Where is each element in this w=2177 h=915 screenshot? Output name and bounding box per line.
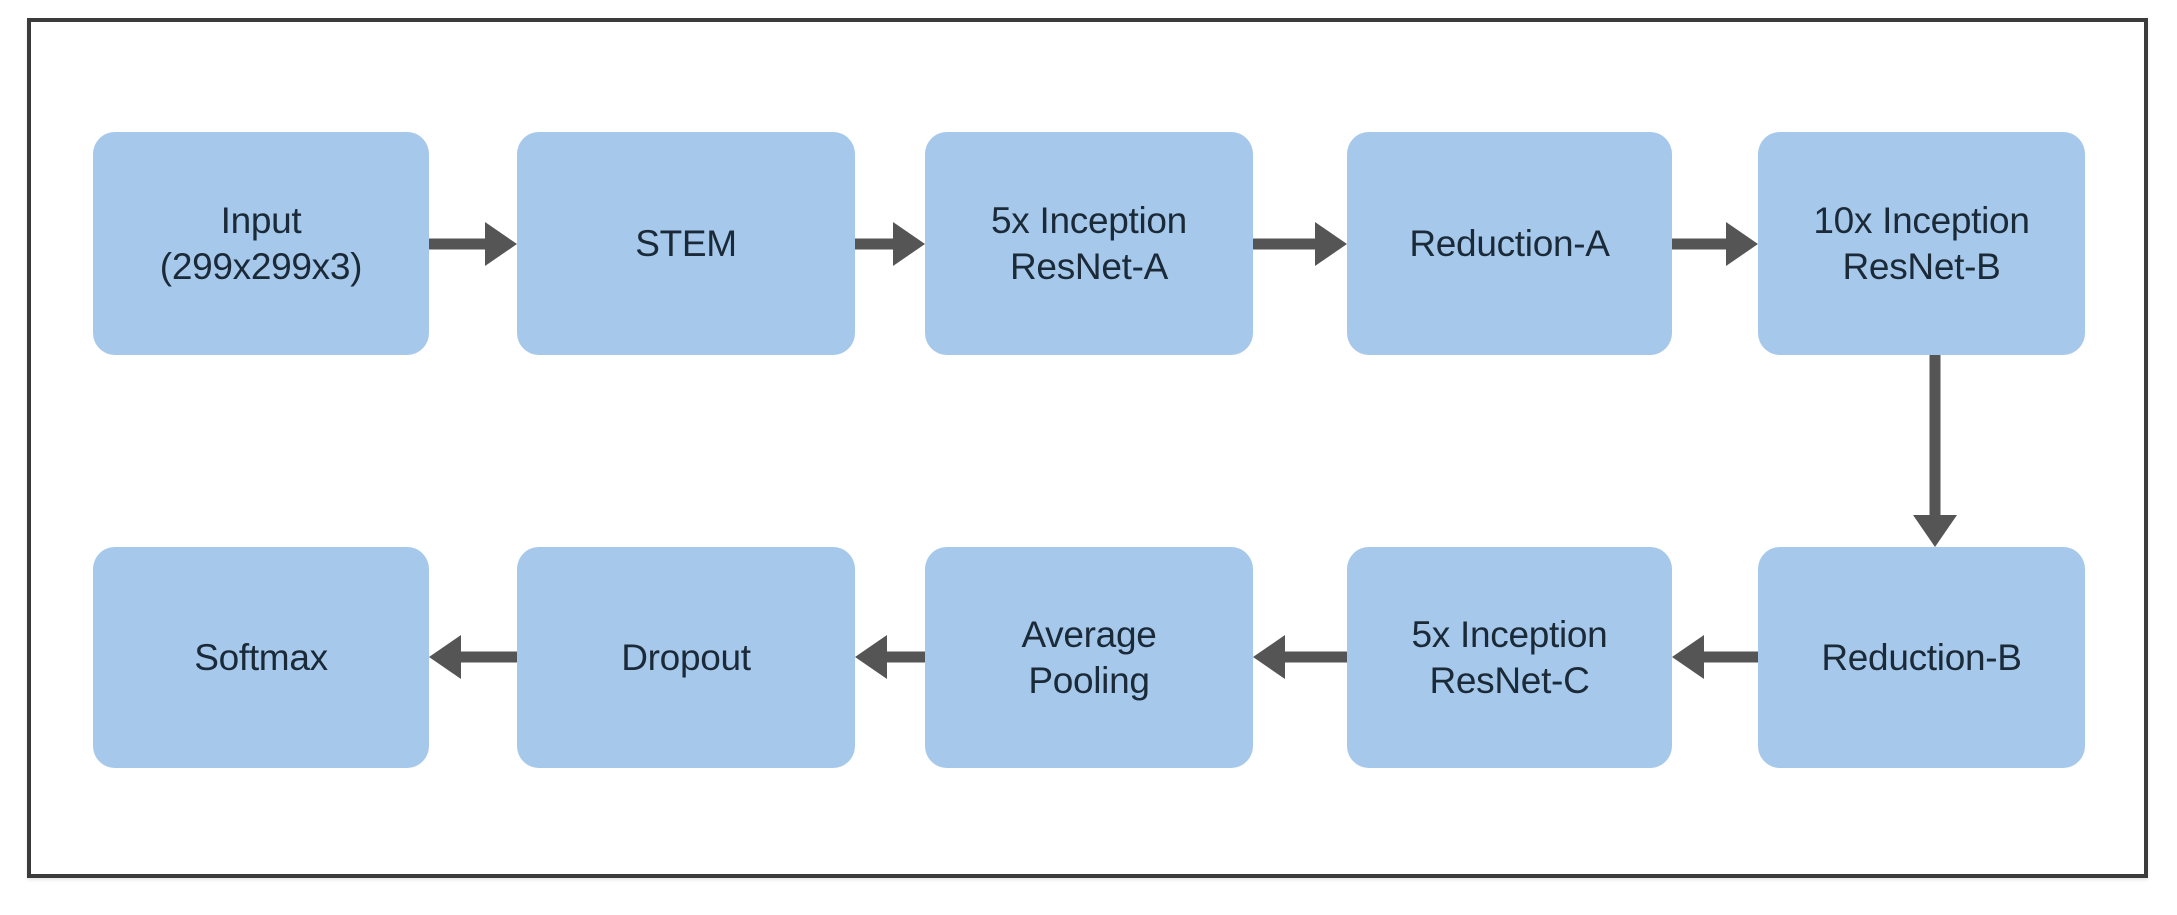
arrow-head-down-icon (1913, 515, 1957, 547)
arrow-dropout-to-softmax (429, 635, 517, 679)
arrow-input-to-stem (429, 222, 517, 266)
node-dropout[interactable]: Dropout (517, 547, 855, 768)
node-dropout-label: Dropout (621, 636, 751, 678)
arrow-head-left-icon (1253, 635, 1285, 679)
arrow-inception-resnet-b-to-reduction-b (1913, 355, 1957, 547)
node-inception-resnet-b-label: 10x Inception ResNet-B (1813, 200, 2030, 287)
node-average-pooling-label: Average Pooling (1021, 614, 1157, 701)
node-average-pooling[interactable]: Average Pooling (925, 547, 1253, 768)
arrow-shaft (1253, 238, 1317, 250)
arrow-shaft (1672, 238, 1728, 250)
arrow-inception-resnet-a-to-reduction-a (1253, 222, 1347, 266)
arrow-head-right-icon (893, 222, 925, 266)
arrow-reduction-a-to-inception-resnet-b (1672, 222, 1758, 266)
node-softmax-label: Softmax (194, 636, 328, 678)
node-inception-resnet-b[interactable]: 10x Inception ResNet-B (1758, 132, 2085, 355)
node-reduction-b-label: Reduction-B (1821, 636, 2022, 678)
arrow-reduction-b-to-inception-resnet-c (1672, 635, 1758, 679)
node-reduction-a[interactable]: Reduction-A (1347, 132, 1672, 355)
arrow-inception-resnet-c-to-average-pooling (1253, 635, 1347, 679)
node-reduction-b[interactable]: Reduction-B (1758, 547, 2085, 768)
node-inception-resnet-c[interactable]: 5x Inception ResNet-C (1347, 547, 1672, 768)
node-input[interactable]: Input (299x299x3) (93, 132, 429, 355)
arrow-shaft (1929, 355, 1941, 517)
arrow-average-pooling-to-dropout (855, 635, 925, 679)
arrow-head-left-icon (1672, 635, 1704, 679)
arrow-head-right-icon (485, 222, 517, 266)
node-softmax[interactable]: Softmax (93, 547, 429, 768)
node-inception-resnet-a-label: 5x Inception ResNet-A (991, 200, 1187, 287)
arrow-shaft (885, 651, 925, 663)
arrow-shaft (1702, 651, 1758, 663)
arrow-head-right-icon (1726, 222, 1758, 266)
node-reduction-a-label: Reduction-A (1409, 222, 1610, 264)
figure-frame: Input (299x299x3) STEM 5x Inception ResN… (27, 18, 2148, 878)
node-stem[interactable]: STEM (517, 132, 855, 355)
arrow-head-left-icon (855, 635, 887, 679)
arrow-shaft (429, 238, 487, 250)
arrow-head-right-icon (1315, 222, 1347, 266)
arrow-head-left-icon (429, 635, 461, 679)
node-inception-resnet-c-label: 5x Inception ResNet-C (1411, 614, 1608, 701)
arrow-shaft (1283, 651, 1347, 663)
arrow-shaft (855, 238, 895, 250)
node-input-label: Input (299x299x3) (159, 200, 363, 287)
node-stem-label: STEM (635, 222, 737, 264)
node-inception-resnet-a[interactable]: 5x Inception ResNet-A (925, 132, 1253, 355)
arrow-stem-to-inception-resnet-a (855, 222, 925, 266)
arrow-shaft (459, 651, 517, 663)
